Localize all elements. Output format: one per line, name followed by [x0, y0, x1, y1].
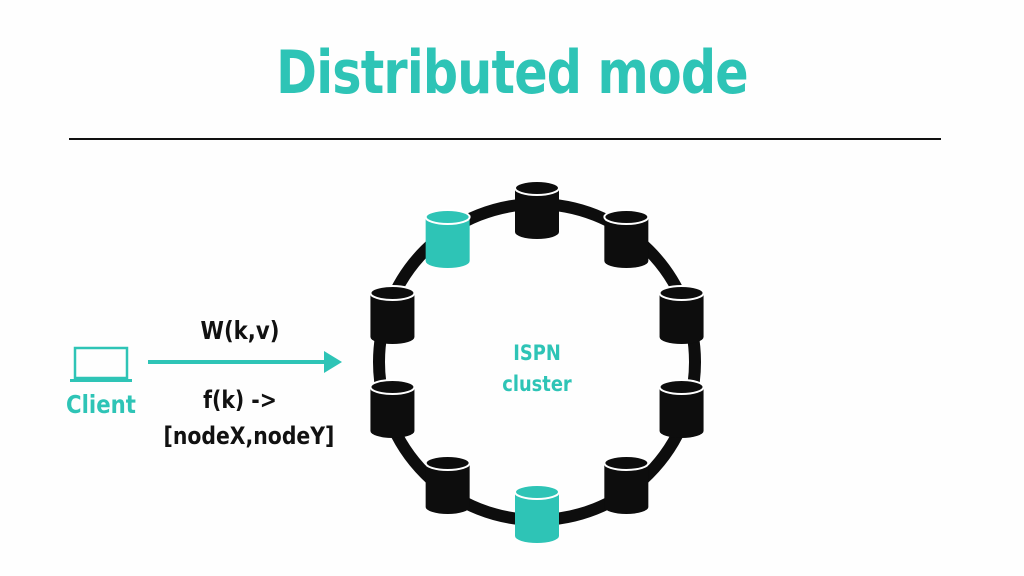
hash-function-line: f(k) -> — [203, 386, 277, 414]
cluster-label-line2: cluster — [502, 372, 572, 396]
cluster-label-line1: ISPN — [513, 341, 561, 365]
node-left-lower — [369, 378, 416, 438]
node-top — [514, 180, 560, 239]
node-bottom — [514, 484, 560, 543]
slide-title: Distributed mode — [276, 38, 748, 108]
client-label: Client — [66, 390, 136, 419]
cluster-nodes — [369, 180, 705, 543]
node-top-right — [603, 209, 650, 269]
node-left-upper — [369, 285, 416, 345]
node-right-upper — [658, 285, 705, 345]
hash-function-label: f(k) -> [nodeX,nodeY] — [163, 382, 335, 454]
laptop-icon — [70, 346, 132, 382]
node-bottom-left — [424, 454, 471, 514]
request-arrow — [148, 351, 342, 373]
write-operation-label: W(k,v) — [200, 316, 280, 345]
cluster-label: ISPN cluster — [495, 338, 580, 400]
node-top-left — [424, 209, 471, 269]
title-divider — [69, 138, 941, 140]
node-bottom-right — [603, 454, 650, 514]
hash-target-nodes: [nodeX,nodeY] — [163, 422, 335, 450]
node-right-lower — [658, 378, 705, 438]
